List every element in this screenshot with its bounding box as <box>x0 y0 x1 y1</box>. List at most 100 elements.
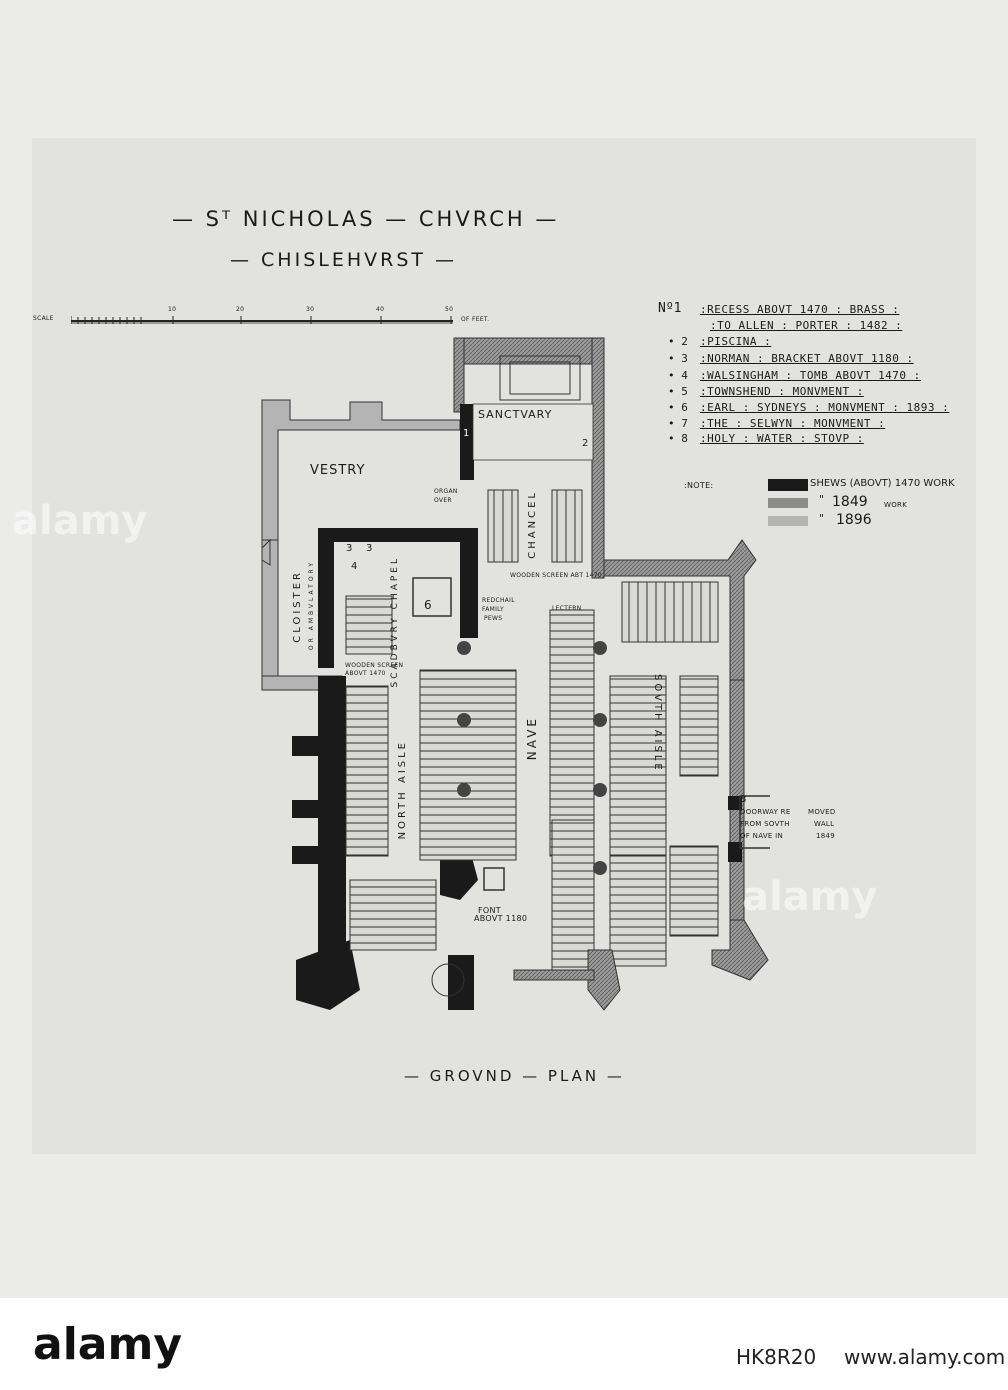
scale-ruler <box>71 316 453 324</box>
legend-text-2: :PISCINA : <box>700 335 772 348</box>
label-wooden-screen-chapel: WOODEN SCREEN <box>345 662 404 669</box>
marker-1: 1 <box>463 428 470 439</box>
legend-num-2: • 2 <box>668 335 688 348</box>
nave-pews-north <box>419 669 517 861</box>
label-organ: ORGAN <box>434 488 458 495</box>
legend-text-1b: :TO ALLEN : PORTER : 1482 : <box>710 319 903 332</box>
chancel-stalls-south <box>551 489 583 563</box>
note-1849: 1849 <box>832 494 868 510</box>
ghost-watermark-right: alamy <box>742 874 878 920</box>
note-1470: SHEWS (ABOVT) 1470 WORK <box>810 478 955 489</box>
label-sanctuary: SANCTVARY <box>478 408 553 421</box>
label-ambulatory: OR AMBVLATORY <box>308 560 315 651</box>
plan-title: — Sᵀ NICHOLAS — CHVRCH — <box>172 207 560 231</box>
legend-text-8: :HOLY : WATER : STOVP : <box>700 432 864 445</box>
font <box>483 867 505 891</box>
watermark-brand: alamy <box>33 1319 182 1370</box>
legend-num-7: • 7 <box>668 417 688 430</box>
label-family: FAMILY <box>482 606 504 613</box>
scale-bar: SCALE 10 20 30 40 50 OF FEET. <box>33 306 493 326</box>
legend-num-4: • 4 <box>668 369 688 382</box>
watermark-band <box>0 1298 1008 1390</box>
sanctuary-walls <box>453 337 605 579</box>
label-redchail: REDCHAIL <box>482 597 515 604</box>
north-aisle-pews <box>345 685 389 857</box>
note-1896: 1896 <box>836 512 872 528</box>
label-vestry: VESTRY <box>310 463 366 478</box>
scale-tick-20: 20 <box>236 306 245 313</box>
swatch-1470 <box>768 479 808 491</box>
label-doorway-1: DOORWAY RE <box>740 808 791 816</box>
label-nave: NAVE <box>525 716 539 761</box>
scale-tick-50: 50 <box>445 306 454 313</box>
legend-num-6: • 6 <box>668 401 688 414</box>
legend-num-3: • 3 <box>668 352 688 365</box>
marker-6: 6 <box>424 598 432 612</box>
chapel-walls <box>318 528 478 668</box>
scale-suffix: OF FEET. <box>461 316 490 323</box>
legend: Nº1 :RECESS ABOVT 1470 : BRASS : :TO ALL… <box>656 300 976 450</box>
plan-caption: — GROVND — PLAN — <box>404 1067 625 1085</box>
south-porch <box>728 795 770 862</box>
floor-plan <box>261 337 770 1011</box>
chancel-stalls-north <box>487 489 519 563</box>
legend-num-8: • 8 <box>668 432 688 445</box>
nave-pews-south <box>549 609 595 857</box>
marker-8: 8 <box>740 794 747 805</box>
label-north-aisle: NORTH AISLE <box>397 740 408 840</box>
legend-text-4: :WALSINGHAM : TOMB ABOVT 1470 : <box>700 369 921 382</box>
watermark-image-id: HK8R20 <box>736 1345 817 1369</box>
label-doorway-2b: WALL <box>814 820 835 828</box>
ghost-watermark-left: alamy <box>12 498 148 544</box>
nave-pews-south-west <box>551 819 595 971</box>
label-doorway-2: FROM SOVTH <box>740 820 790 828</box>
label-wooden-screen-chapel-2: ABOVT 1470 <box>345 670 386 677</box>
legend-text-3: :NORMAN : BRACKET ABOVT 1180 : <box>700 352 914 365</box>
note-ditto-2: " <box>819 512 825 525</box>
south-aisle-pews <box>609 855 667 967</box>
arcade-columns <box>457 641 607 875</box>
marker-4: 4 <box>351 561 358 572</box>
stair-turret <box>431 963 465 997</box>
legend-text-7: :THE : SELWYN : MONVMENT : <box>700 417 886 430</box>
note-ditto-1: " <box>819 493 825 506</box>
plan-subtitle: — CHISLEHVRST — <box>230 249 458 271</box>
swatch-1849 <box>768 498 808 508</box>
label-wooden-screen-chancel: WOODEN SCREEN ABT 1470 <box>510 572 602 579</box>
label-chancel: CHANCEL <box>527 490 538 559</box>
sydney-monument <box>412 577 452 617</box>
swatch-1896 <box>768 516 808 526</box>
label-font-date: ABOVT 1180 <box>474 914 528 923</box>
legend-text-5: :TOWNSHEND : MONVMENT : <box>700 385 864 398</box>
label-doorway-1b: MOVED <box>808 808 836 816</box>
chapel-pews <box>345 595 393 655</box>
period-key: :NOTE: SHEWS (ABOVT) 1470 WORK " 1849 WO… <box>684 476 955 536</box>
label-cloister: CLOISTER <box>292 570 303 643</box>
scale-tick-10: 10 <box>168 306 177 313</box>
note-work: WORK <box>884 501 908 509</box>
watermark-url: www.alamy.com <box>844 1345 1006 1369</box>
note-label: :NOTE: <box>684 481 714 490</box>
label-font: FONT <box>478 906 501 915</box>
south-aisle-pews-east <box>679 675 719 777</box>
south-chapel-pews <box>621 581 719 643</box>
south-pews-lower <box>669 845 719 937</box>
scale-tick-30: 30 <box>306 306 315 313</box>
legend-text-1: :RECESS ABOVT 1470 : BRASS : <box>700 303 900 316</box>
label-pews: PEWS <box>484 615 503 622</box>
label-lectern: LECTERN <box>552 605 582 612</box>
legend-num-1: Nº1 <box>658 301 682 316</box>
scale-prefix: SCALE <box>33 315 54 322</box>
west-pews <box>349 879 437 951</box>
north-wall <box>292 676 478 1010</box>
label-organ-over: OVER <box>434 497 452 504</box>
label-south-aisle: SOVTH AISLE <box>652 674 663 773</box>
marker-3b: 3 <box>366 543 373 554</box>
south-aisle-pews-west <box>609 675 667 857</box>
scale-tick-40: 40 <box>376 306 385 313</box>
marker-2: 2 <box>582 438 589 449</box>
plate-background <box>32 138 976 1154</box>
legend-text-6: :EARL : SYDNEYS : MONVMENT : 1893 : <box>700 401 950 414</box>
label-doorway-3: OF NAVE IN <box>740 832 784 840</box>
marker-3a: 3 <box>346 543 353 554</box>
